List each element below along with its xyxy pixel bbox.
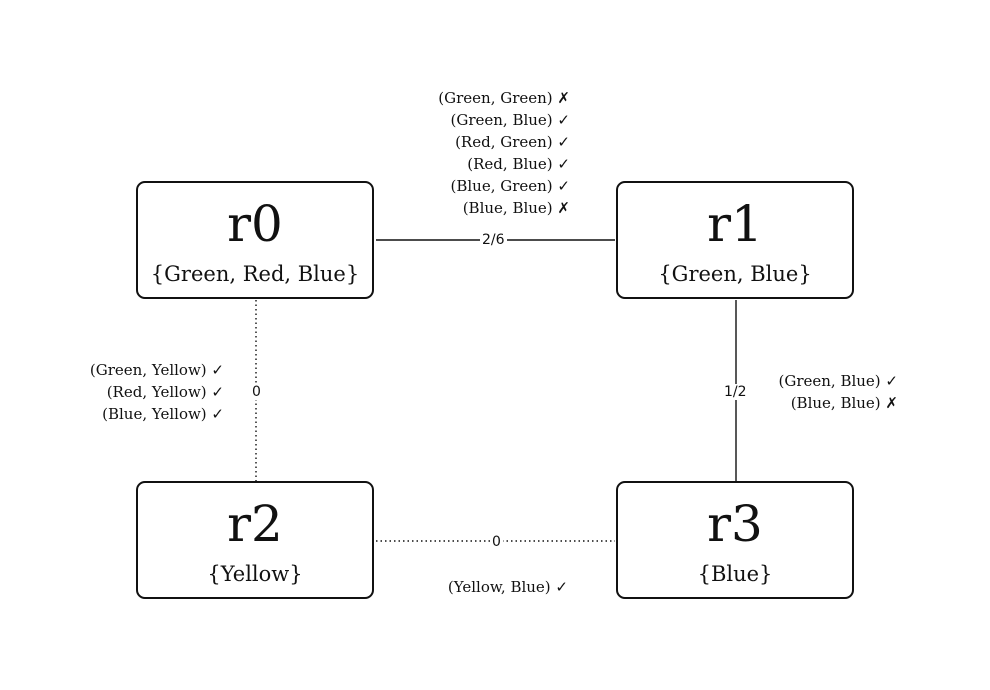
pair-item: (Yellow, Blue) ✓ (447, 578, 568, 596)
pair-item: (Red, Yellow) ✓ (106, 383, 224, 401)
node-name: r0 (227, 195, 283, 253)
node-r1: r1 {Green, Blue} (616, 181, 854, 299)
edge-r1-r3-pairs: (Green, Blue) ✓ (Blue, Blue) ✗ (778, 370, 898, 414)
pair-item: (Green, Blue) ✓ (778, 372, 898, 390)
node-name: r2 (227, 495, 283, 553)
node-name: r3 (707, 495, 763, 553)
pair-item: (Red, Green) ✓ (455, 133, 570, 151)
node-domain: {Green, Red, Blue} (150, 262, 360, 286)
pair-item: (Green, Yellow) ✓ (89, 361, 224, 379)
pair-item: (Red, Blue) ✓ (467, 155, 570, 173)
pair-item: (Green, Blue) ✓ (450, 111, 570, 129)
edge-r2-r3-pairs: (Yellow, Blue) ✓ (448, 576, 568, 598)
node-name: r1 (707, 195, 763, 253)
pair-item: (Blue, Blue) ✗ (462, 199, 570, 217)
pair-item: (Blue, Yellow) ✓ (102, 405, 224, 423)
pair-item: (Blue, Blue) ✗ (790, 394, 898, 412)
edge-r0-r2-label: 0 (250, 384, 263, 400)
edge-r1-r3-label: 1/2 (722, 384, 749, 400)
edge-r2-r3-label: 0 (490, 534, 503, 550)
node-r0: r0 {Green, Red, Blue} (136, 181, 374, 299)
node-domain: {Yellow} (207, 562, 303, 586)
pair-item: (Blue, Green) ✓ (450, 177, 570, 195)
edge-r0-r1-pairs: (Green, Green) ✗ (Green, Blue) ✓ (Red, G… (438, 87, 570, 219)
edge-r0-r1-label: 2/6 (480, 232, 507, 248)
node-domain: {Green, Blue} (658, 262, 812, 286)
node-r2: r2 {Yellow} (136, 481, 374, 599)
pair-item: (Green, Green) ✗ (438, 89, 570, 107)
edge-r0-r2-pairs: (Green, Yellow) ✓ (Red, Yellow) ✓ (Blue,… (90, 359, 224, 425)
node-r3: r3 {Blue} (616, 481, 854, 599)
node-domain: {Blue} (697, 562, 773, 586)
